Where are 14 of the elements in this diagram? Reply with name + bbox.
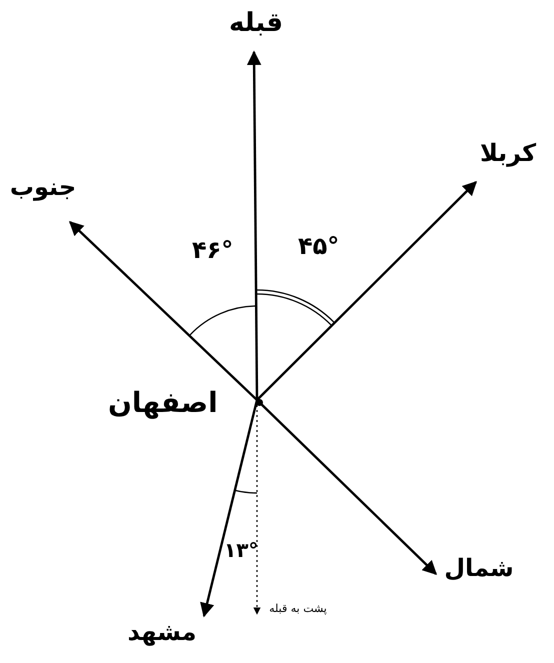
direction-label: کربلا	[470, 134, 546, 172]
angle-label: ۴۵°	[298, 232, 340, 260]
arrow	[68, 221, 258, 401]
city-label: اصفهان	[108, 386, 218, 418]
angle-label: ۱۳°	[224, 538, 258, 562]
angle-label: ۴۶°	[192, 236, 234, 264]
direction-label: مشهد	[118, 612, 206, 652]
direction-label: قبله	[220, 4, 292, 42]
arrow	[246, 50, 262, 400]
arrow	[200, 400, 258, 618]
direction-label: شمال	[436, 548, 522, 588]
direction-label: جنوب	[4, 168, 82, 206]
arrow	[256, 180, 478, 401]
direction-label: پشت به قبله	[262, 598, 334, 618]
